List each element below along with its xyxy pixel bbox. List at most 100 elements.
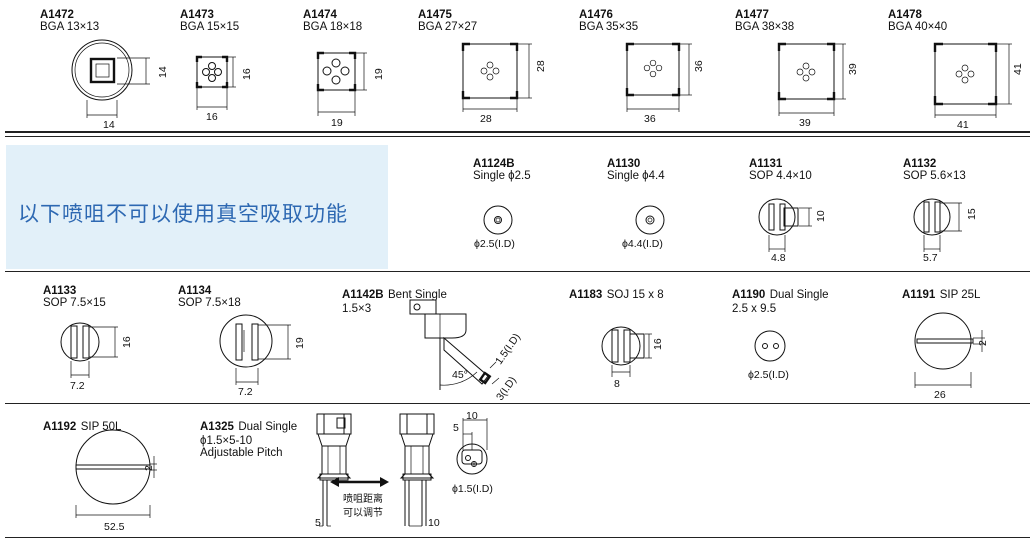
drawing-a1132 bbox=[913, 198, 962, 252]
part-code: A1183 bbox=[569, 289, 603, 301]
part-code: A1132 bbox=[903, 158, 937, 170]
part-code: A1478 bbox=[888, 9, 922, 21]
nozzle-a1190: A1190 Dual Single 2.5 x 9.5 bbox=[732, 285, 829, 315]
rule-top-thin bbox=[5, 136, 1030, 137]
part-code: A1130 bbox=[607, 158, 641, 170]
part-code: A1131 bbox=[749, 158, 783, 170]
dim-width: 19 bbox=[331, 117, 343, 129]
dim-width: 52.5 bbox=[104, 521, 125, 533]
part-desc: BGA 27×27 bbox=[418, 21, 478, 33]
rule-3 bbox=[5, 403, 1030, 404]
nozzle-a1474: A1474 BGA 18×18 bbox=[303, 9, 362, 33]
nozzle-a1325: A1325 Dual Single ϕ1.5×5-10 Adjustable P… bbox=[200, 417, 297, 459]
part-desc-inline: Bent Single bbox=[388, 289, 447, 301]
part-code: A1476 bbox=[579, 9, 613, 21]
drawing-a1183 bbox=[601, 326, 652, 377]
dim-top-5: 5 bbox=[453, 422, 459, 434]
dim-inner-diameter: ϕ2.5(I.D) bbox=[474, 238, 515, 250]
nozzle-a1477: A1477 BGA 38×38 bbox=[735, 9, 794, 33]
drawing-a1133 bbox=[60, 322, 118, 378]
dim-angle: 45° bbox=[452, 369, 468, 381]
part-desc: BGA 35×35 bbox=[579, 21, 639, 33]
nozzle-a1191: A1191 SIP 25L bbox=[902, 285, 980, 303]
nozzle-a1132: A1132 SOP 5.6×13 bbox=[903, 158, 966, 182]
drawing-a1190 bbox=[754, 330, 786, 362]
part-desc-inline: SIP 25L bbox=[939, 289, 981, 301]
dim-width: 5.7 bbox=[923, 252, 938, 264]
drawing-a1325-top bbox=[456, 418, 488, 475]
dim-inner-diameter: ϕ4.4(I.D) bbox=[622, 238, 663, 250]
dim-width: 8 bbox=[614, 378, 620, 390]
drawing-a1473 bbox=[195, 55, 236, 110]
drawing-a1130 bbox=[635, 205, 665, 235]
part-code: A1474 bbox=[303, 9, 337, 21]
nozzle-a1133: A1133 SOP 7.5×15 bbox=[43, 285, 106, 309]
part-desc: BGA 13×13 bbox=[40, 21, 100, 33]
dim-width: 7.2 bbox=[238, 386, 253, 398]
dim-inner-diameter: ϕ2.5(I.D) bbox=[748, 369, 789, 381]
drawing-a1325-left bbox=[316, 413, 352, 527]
dim-inner-diameter: ϕ1.5(I.D) bbox=[452, 483, 493, 495]
drawing-a1475 bbox=[461, 42, 532, 112]
part-desc: BGA 40×40 bbox=[888, 21, 948, 33]
pitch-caption: 喷咀距离 可以调节 bbox=[343, 493, 383, 521]
dim-width: 41 bbox=[957, 119, 969, 131]
nozzle-a1473: A1473 BGA 15×15 bbox=[180, 9, 239, 33]
drawing-a1325-right bbox=[399, 413, 435, 527]
dim-width: 26 bbox=[934, 389, 946, 401]
dim-width: 36 bbox=[644, 113, 656, 125]
drawing-a1134 bbox=[219, 314, 291, 385]
part-desc: Single ϕ4.4 bbox=[607, 170, 665, 182]
part-desc: 1.5×3 bbox=[342, 303, 372, 315]
part-desc: BGA 15×15 bbox=[180, 21, 240, 33]
part-code: A1133 bbox=[43, 285, 77, 297]
drawing-a1478 bbox=[933, 42, 1012, 118]
part-code: A1325 bbox=[200, 421, 234, 433]
double-arrow-icon bbox=[330, 477, 389, 487]
drawing-a1476 bbox=[625, 42, 692, 112]
part-code: A1473 bbox=[180, 9, 214, 21]
rule-bottom bbox=[5, 537, 1030, 538]
drawing-a1191 bbox=[914, 312, 985, 388]
part-code: A1192 bbox=[43, 421, 77, 433]
dim-pitch-10: 10 bbox=[428, 517, 440, 529]
part-desc: Single ϕ2.5 bbox=[473, 170, 531, 182]
nozzle-a1134: A1134 SOP 7.5×18 bbox=[178, 285, 241, 309]
nozzle-a1124b: A1124B Single ϕ2.5 bbox=[473, 158, 531, 182]
part-desc-inline: Dual Single bbox=[238, 421, 298, 433]
drawing-a1124b bbox=[483, 205, 513, 235]
pitch-caption-line2: 可以调节 bbox=[343, 508, 383, 519]
warning-banner-text: 以下喷咀不可以使用真空吸取功能 bbox=[18, 202, 348, 226]
rule-top bbox=[5, 131, 1030, 133]
dim-width: 16 bbox=[206, 111, 218, 123]
part-code: A1134 bbox=[178, 285, 212, 297]
dim-width: 28 bbox=[480, 113, 492, 125]
dim-width: 7.2 bbox=[70, 380, 85, 392]
part-desc: SOP 4.4×10 bbox=[749, 170, 812, 182]
part-code: A1190 bbox=[732, 289, 766, 301]
part-code: A1124B bbox=[473, 158, 515, 170]
part-desc: BGA 18×18 bbox=[303, 21, 363, 33]
rule-2 bbox=[5, 271, 1030, 272]
drawing-a1192 bbox=[75, 429, 157, 518]
part-code: A1477 bbox=[735, 9, 769, 21]
part-desc: BGA 38×38 bbox=[735, 21, 795, 33]
part-code: A1475 bbox=[418, 9, 452, 21]
dim-pitch-5: 5 bbox=[315, 517, 321, 529]
warning-banner bbox=[6, 145, 388, 269]
nozzle-a1475: A1475 BGA 27×27 bbox=[418, 9, 477, 33]
drawing-a1472 bbox=[71, 39, 150, 118]
nozzle-a1142b: A1142B Bent Single 1.5×3 bbox=[342, 285, 447, 315]
part-desc-inline: Dual Single bbox=[769, 289, 829, 301]
part-code: A1142B bbox=[342, 289, 384, 301]
drawing-a1131 bbox=[758, 198, 812, 252]
part-code: A1472 bbox=[40, 9, 74, 21]
nozzle-a1476: A1476 BGA 35×35 bbox=[579, 9, 638, 33]
part-desc: SOP 7.5×15 bbox=[43, 297, 106, 309]
part-code: A1191 bbox=[902, 289, 936, 301]
nozzle-a1130: A1130 Single ϕ4.4 bbox=[607, 158, 665, 182]
nozzle-a1131: A1131 SOP 4.4×10 bbox=[749, 158, 812, 182]
nozzle-a1183: A1183 SOJ 15 x 8 bbox=[569, 285, 664, 303]
part-desc: ϕ1.5×5-10 bbox=[200, 435, 253, 447]
